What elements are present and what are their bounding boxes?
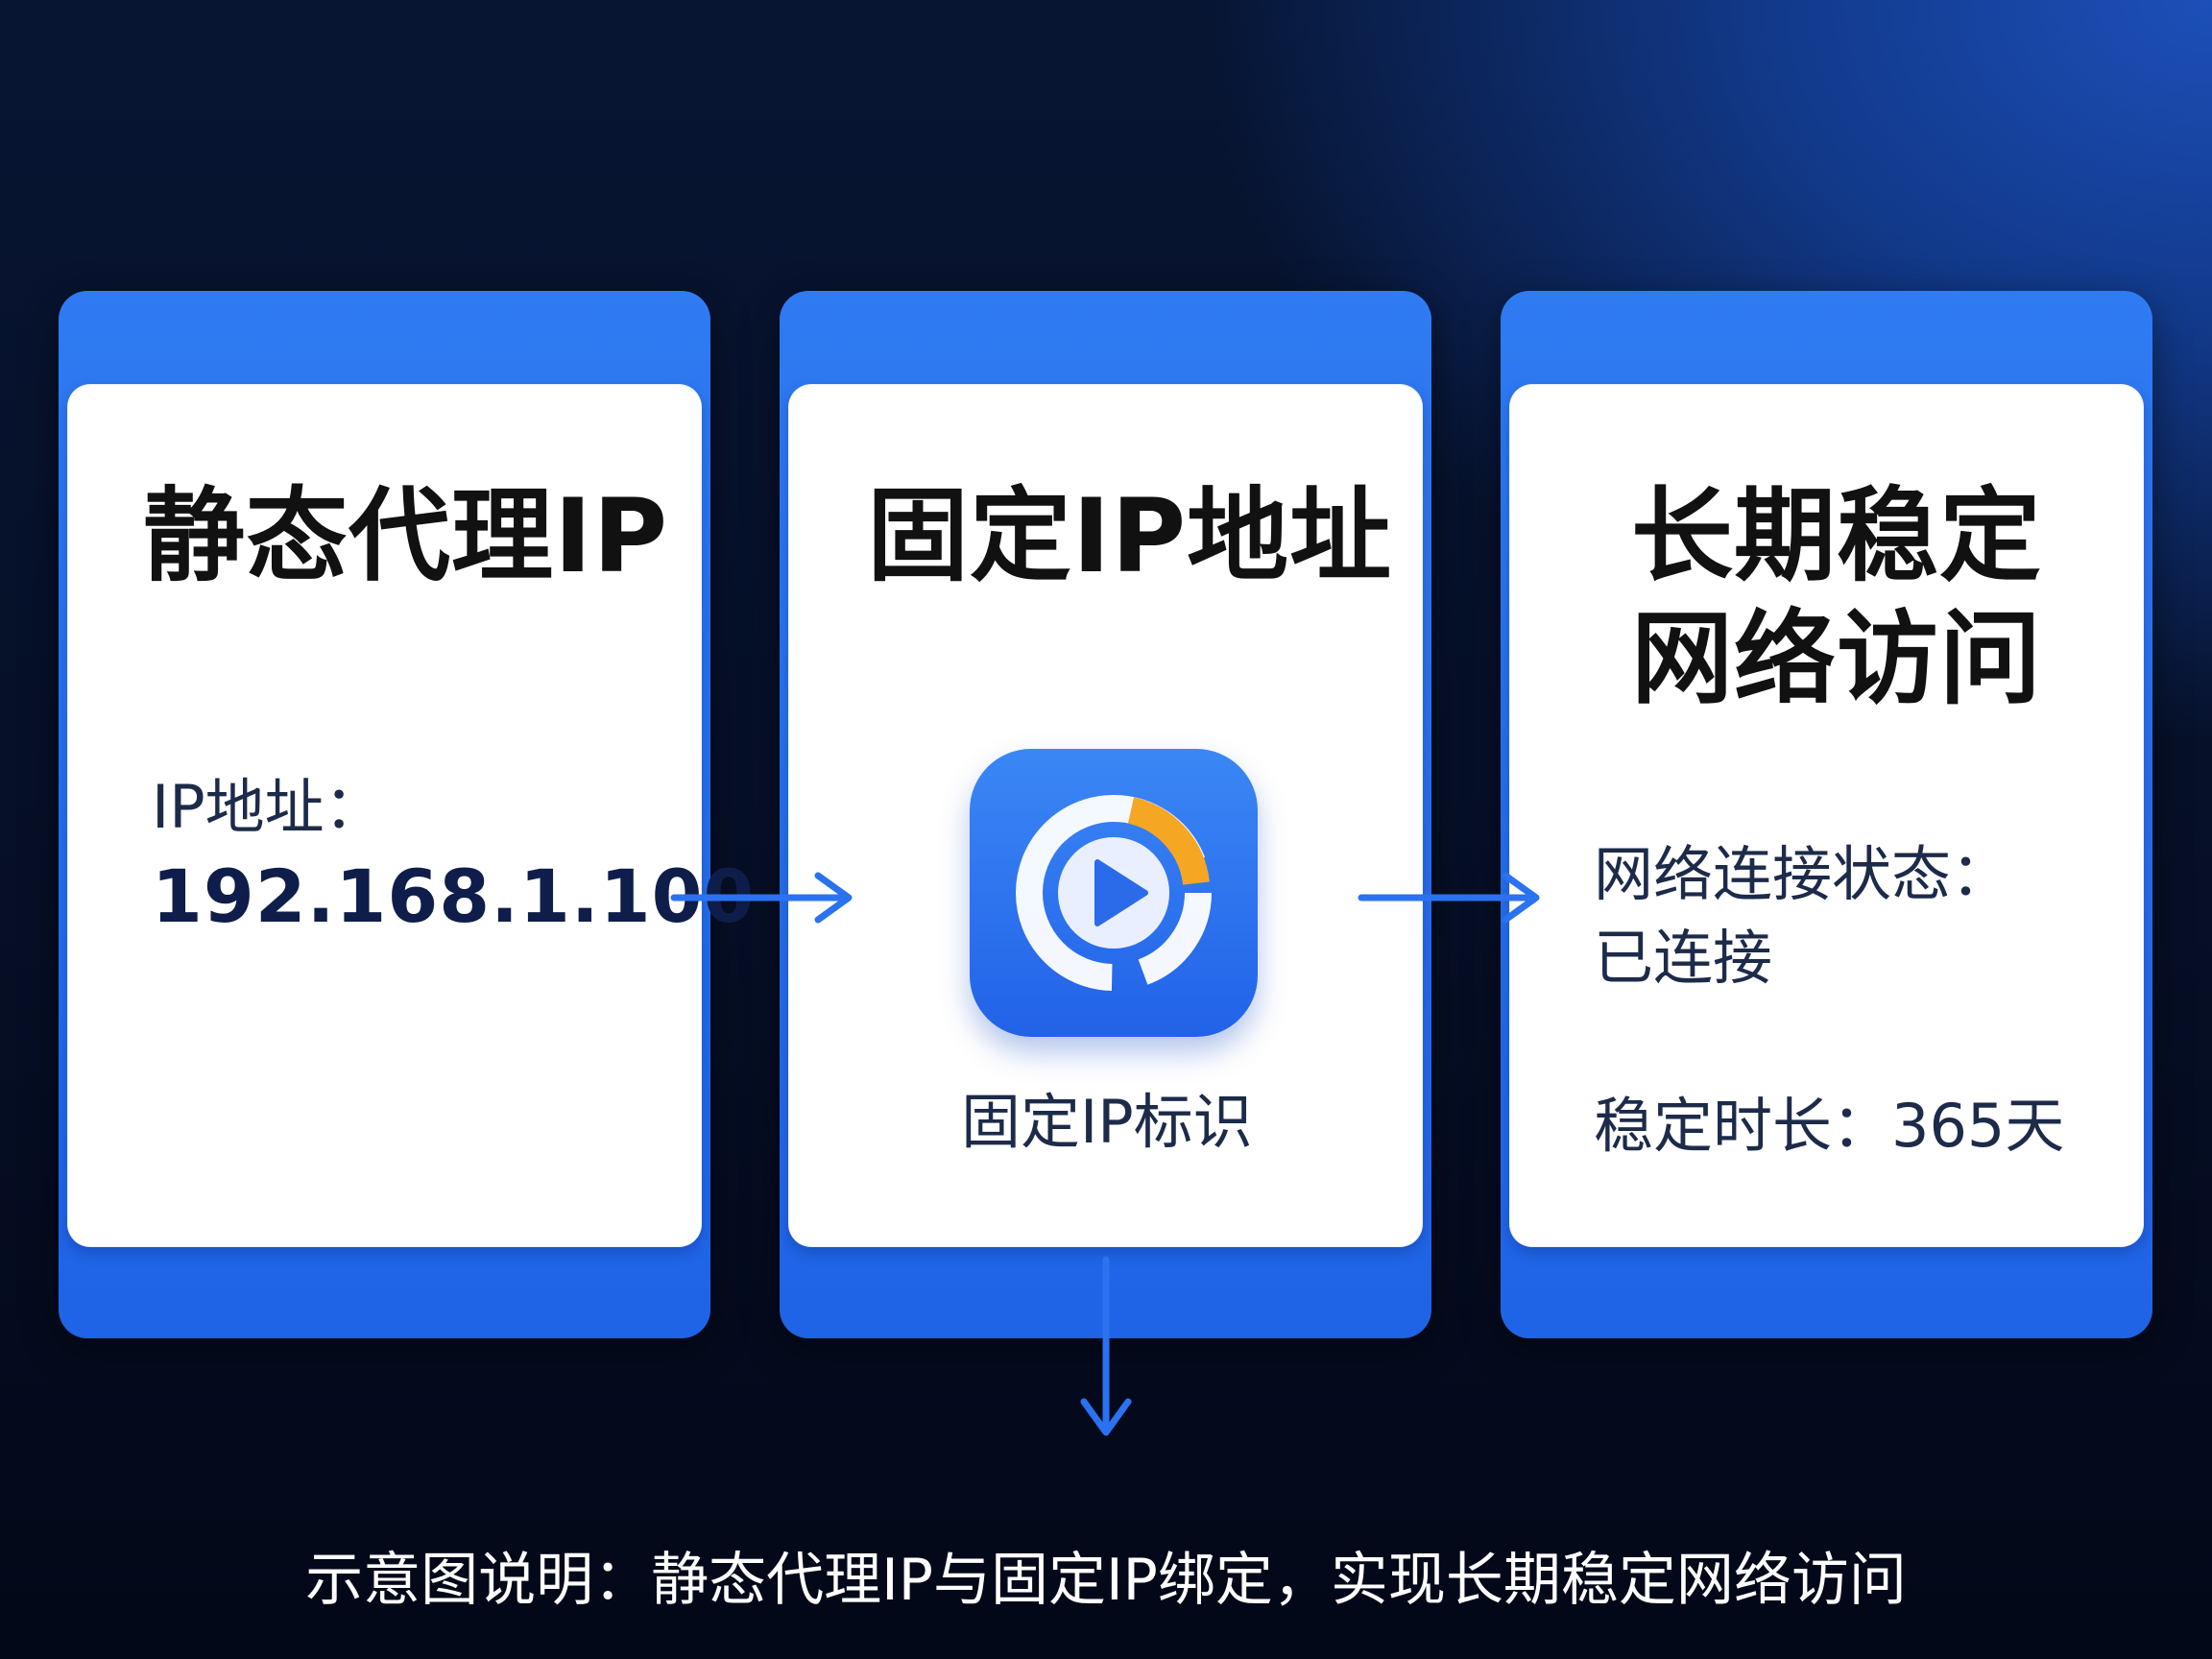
arrow-down-icon xyxy=(1080,1256,1132,1436)
fixed-ip-icon-label: 固定IP标识 xyxy=(961,1087,1253,1157)
connection-status-value: 已连接 xyxy=(1594,923,1773,993)
ip-address-value: 192.168.1.100 xyxy=(152,854,756,939)
play-ring-icon xyxy=(1016,795,1212,991)
stable-access-title-line2: 网络访问 xyxy=(1631,600,2042,718)
fixed-ip-app-icon xyxy=(970,749,1258,1037)
connection-status-label: 网络连接状态： xyxy=(1594,839,2011,909)
stable-access-card-body: 长期稳定 网络访问 网络连接状态： 已连接 稳定时长：365天 xyxy=(1509,384,2144,1247)
arrow-right-icon xyxy=(670,872,853,924)
arrow-right-icon-2 xyxy=(1358,872,1540,924)
fixed-ip-card-body: 固定IP地址 固定IP标识 xyxy=(788,384,1423,1247)
fixed-ip-card: 固定IP地址 固定IP标识 xyxy=(780,291,1431,1338)
static-proxy-card: 静态代理IP IP地址： 192.168.1.100 xyxy=(59,291,754,1338)
stable-access-card: 长期稳定 网络访问 网络连接状态： 已连接 稳定时长：365天 xyxy=(1501,291,2152,1338)
fixed-ip-title: 固定IP地址 xyxy=(867,477,1393,595)
static-proxy-card-body: 静态代理IP IP地址： 192.168.1.100 xyxy=(67,384,754,1247)
stable-duration-text: 稳定时长：365天 xyxy=(1594,1091,2065,1161)
ip-address-label: IP地址： xyxy=(152,772,384,842)
diagram-caption: 示意图说明：静态代理IP与固定IP绑定，实现长期稳定网络访问 xyxy=(305,1547,1907,1614)
static-proxy-title: 静态代理IP xyxy=(143,477,669,595)
stable-access-title-line1: 长期稳定 xyxy=(1631,477,2042,595)
